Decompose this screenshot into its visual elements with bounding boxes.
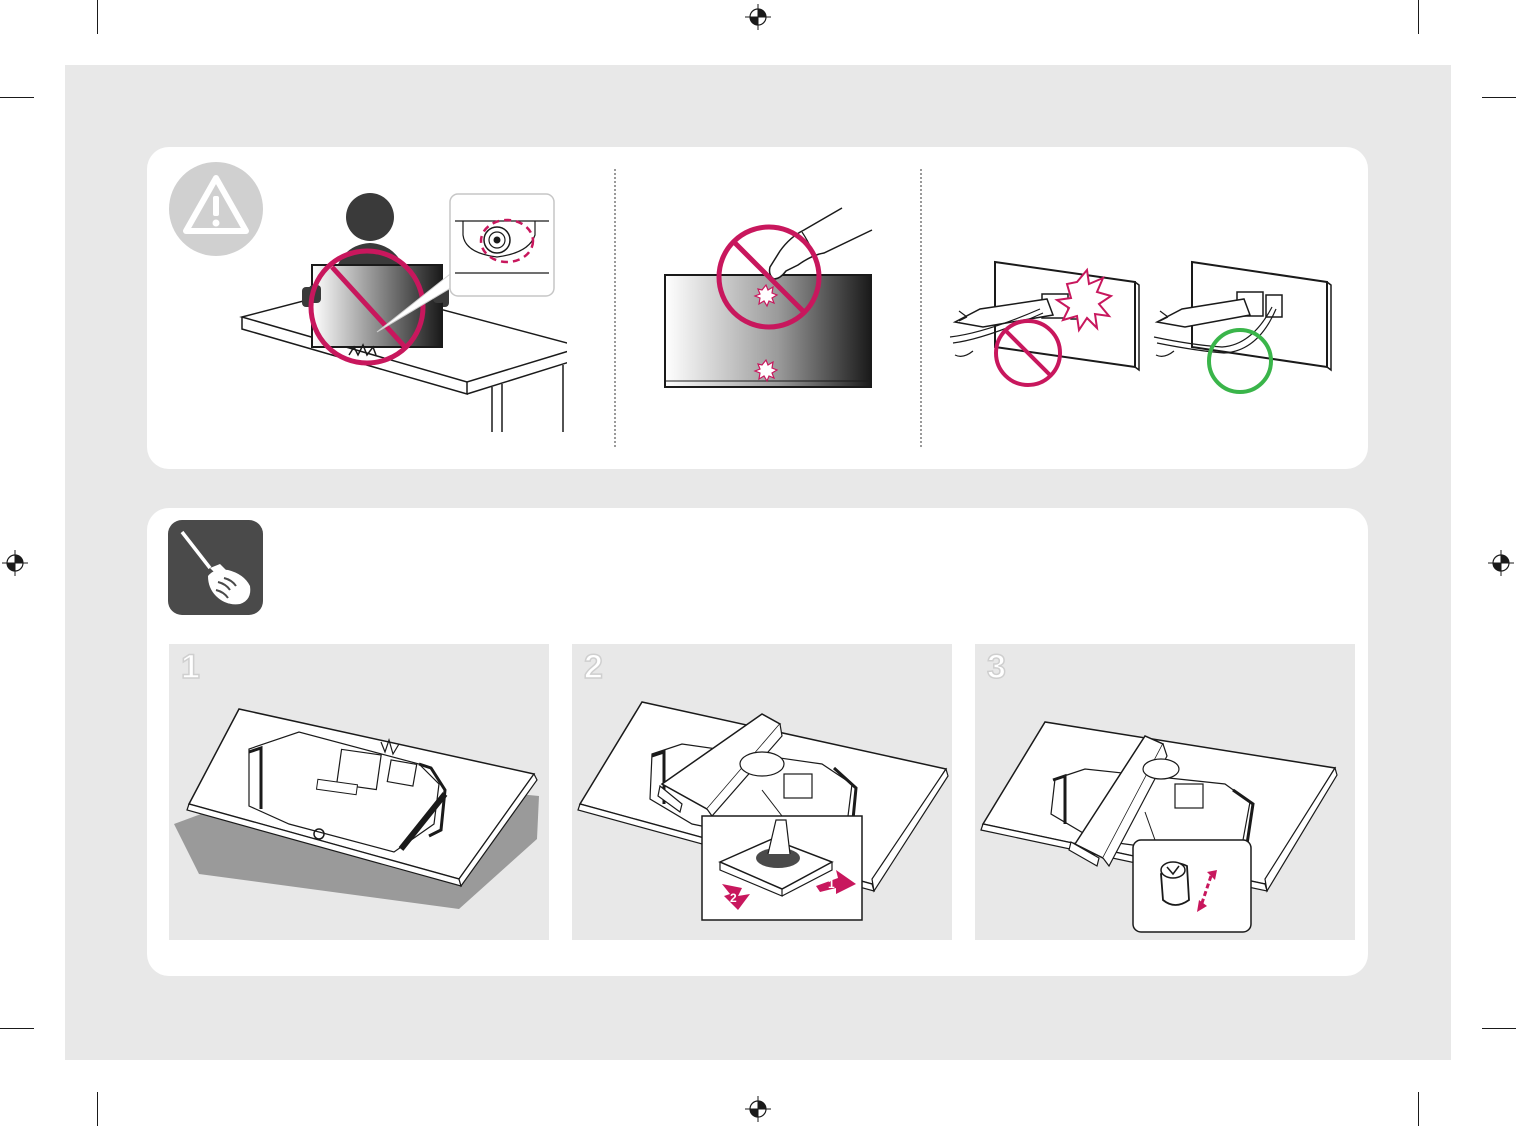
illustration-monitor-face-down: [169, 644, 549, 940]
crop-mark: [1482, 1028, 1516, 1029]
illustration-cable-bad: [945, 247, 1145, 397]
crop-mark: [97, 1092, 98, 1126]
callout-stand-connector: [449, 193, 555, 297]
crop-mark: [97, 0, 98, 34]
caution-panel: [147, 147, 1368, 469]
illustration-cable-good: [1152, 247, 1352, 397]
illustration-press-screen: [662, 205, 877, 395]
arrow-label: 1: [828, 877, 835, 891]
registration-mark-icon: [745, 1096, 771, 1122]
registration-mark-icon: [1488, 550, 1514, 576]
assembly-step-3: 3: [975, 644, 1355, 940]
crop-mark: [0, 97, 34, 98]
crop-mark: [1418, 0, 1419, 34]
crop-mark: [1482, 97, 1516, 98]
assembly-step-2: 2 2 1: [572, 644, 952, 940]
divider: [614, 169, 616, 447]
illustration-tighten-screw: [975, 644, 1355, 940]
divider: [920, 169, 922, 447]
illustration-attach-stand: 2 1: [572, 644, 952, 940]
registration-mark-icon: [745, 4, 771, 30]
crop-mark: [1418, 1092, 1419, 1126]
registration-mark-icon: [2, 550, 28, 576]
arrow-label: 2: [730, 891, 737, 905]
assembly-step-1: 1: [169, 644, 549, 940]
crop-mark: [0, 1028, 34, 1029]
assembly-panel: 1 2: [147, 508, 1368, 976]
screwdriver-hand-icon: [168, 520, 263, 615]
